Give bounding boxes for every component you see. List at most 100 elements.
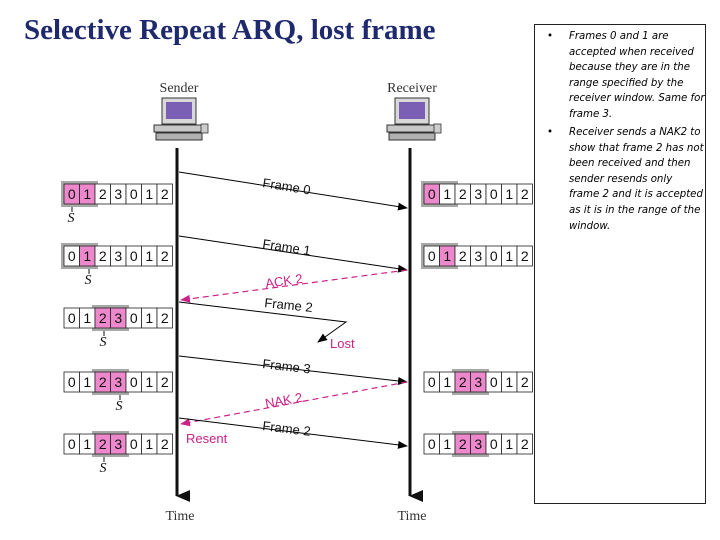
window-cell-label: 3 (114, 248, 122, 264)
window-cell-label: 2 (521, 374, 529, 390)
ack2-arrow (180, 269, 408, 303)
window-cell-label: 2 (521, 436, 529, 452)
window-cell (516, 245, 533, 267)
window-cell (156, 183, 173, 205)
frame2-lost-arrow (178, 301, 348, 343)
window-cell-label: 1 (83, 186, 91, 202)
frame1-arrow (178, 235, 408, 273)
window-cell-label: 3 (114, 186, 122, 202)
sender-time-label: Time (165, 509, 194, 524)
lost-label: Lost (330, 336, 355, 351)
window-cell (156, 307, 173, 329)
sender-pointer-label: S (85, 273, 92, 288)
frame1-label: Frame 1 (262, 236, 312, 258)
slide-title: Selective Repeat ARQ, lost frame (24, 14, 436, 46)
window-cell-label: 1 (443, 186, 451, 202)
frame3-arrow (178, 355, 408, 385)
window-cell-label: 3 (474, 248, 482, 264)
window-cell-label: 3 (474, 374, 482, 390)
window-cell-label: 0 (130, 186, 138, 202)
window-cell-label: 1 (505, 374, 513, 390)
receiver-time-label: Time (397, 509, 426, 524)
window-cell-label: 1 (443, 248, 451, 264)
window-cell-label: 3 (474, 186, 482, 202)
window-cell (516, 433, 533, 455)
window-cell (156, 433, 173, 455)
frame0-label: Frame 0 (262, 175, 312, 197)
window-cell (156, 371, 173, 393)
window-cell-label: 2 (99, 248, 107, 264)
window-cell-label: 2 (161, 186, 169, 202)
window-cell-label: 2 (161, 374, 169, 390)
window-cell-label: 2 (459, 374, 467, 390)
bullet-text: Frames 0 and 1 are accepted when receive… (569, 31, 705, 120)
window-cell-label: 0 (428, 436, 436, 452)
window-cell-label: 1 (145, 436, 153, 452)
frame3-label: Frame 3 (262, 356, 312, 376)
window-cell-label: 2 (99, 374, 107, 390)
sender-pointer-label: S (116, 399, 123, 414)
sender-pointer-label: S (100, 335, 107, 350)
window-cell-label: 2 (99, 186, 107, 202)
receiver-label: Receiver (387, 81, 437, 96)
window-cell-label: 0 (428, 374, 436, 390)
notes-box: • Frames 0 and 1 are accepted when recei… (534, 24, 706, 504)
window-cell-label: 1 (83, 310, 91, 326)
window-cell-label: 1 (145, 248, 153, 264)
window-cell-label: 2 (521, 186, 529, 202)
window-cell-label: 1 (505, 436, 513, 452)
window-cell-label: 0 (428, 248, 436, 264)
window-cell (156, 245, 173, 267)
nak2-label: NAK 2 (264, 390, 304, 411)
bullet-text: Receiver sends a NAK2 to show that frame… (569, 127, 704, 232)
window-cell-label: 0 (490, 248, 498, 264)
window-cell (516, 183, 533, 205)
window-cell-label: 1 (145, 374, 153, 390)
window-cell-label: 0 (490, 436, 498, 452)
window-cell-label: 2 (459, 186, 467, 202)
window-cell-label: 2 (161, 310, 169, 326)
sender-pointer-label: S (68, 211, 75, 226)
window-cell-label: 3 (114, 436, 122, 452)
window-cell-label: 3 (114, 310, 122, 326)
window-cell-label: 3 (114, 374, 122, 390)
bullet-dot: • (547, 31, 554, 42)
window-cell-label: 0 (68, 374, 76, 390)
sender-pointer-label: S (100, 461, 107, 476)
sender-computer-icon (153, 97, 209, 141)
window-cell-label: 0 (490, 186, 498, 202)
window-cell-label: 0 (490, 374, 498, 390)
window-cell-label: 0 (130, 310, 138, 326)
window-cell-label: 0 (428, 186, 436, 202)
window-cell-label: 0 (68, 186, 76, 202)
window-cell-label: 0 (68, 310, 76, 326)
window-cell-label: 2 (161, 436, 169, 452)
window-cell-label: 2 (459, 436, 467, 452)
window-cell-label: 0 (130, 436, 138, 452)
window-cell-label: 1 (443, 436, 451, 452)
sender-label: Sender (160, 81, 199, 96)
window-cell-label: 2 (99, 436, 107, 452)
frame2-label: Frame 2 (264, 295, 314, 315)
window-cell-label: 2 (161, 248, 169, 264)
window-cell-label: 2 (99, 310, 107, 326)
window-cell-label: 3 (474, 436, 482, 452)
receiver-computer-icon (386, 97, 442, 141)
window-cell-label: 0 (130, 248, 138, 264)
bullet-dot: • (547, 127, 554, 138)
frame2-resent-label: Frame 2 (262, 418, 312, 439)
window-cell-label: 1 (83, 436, 91, 452)
frame0-arrow (178, 171, 408, 211)
window-cell-label: 0 (68, 248, 76, 264)
